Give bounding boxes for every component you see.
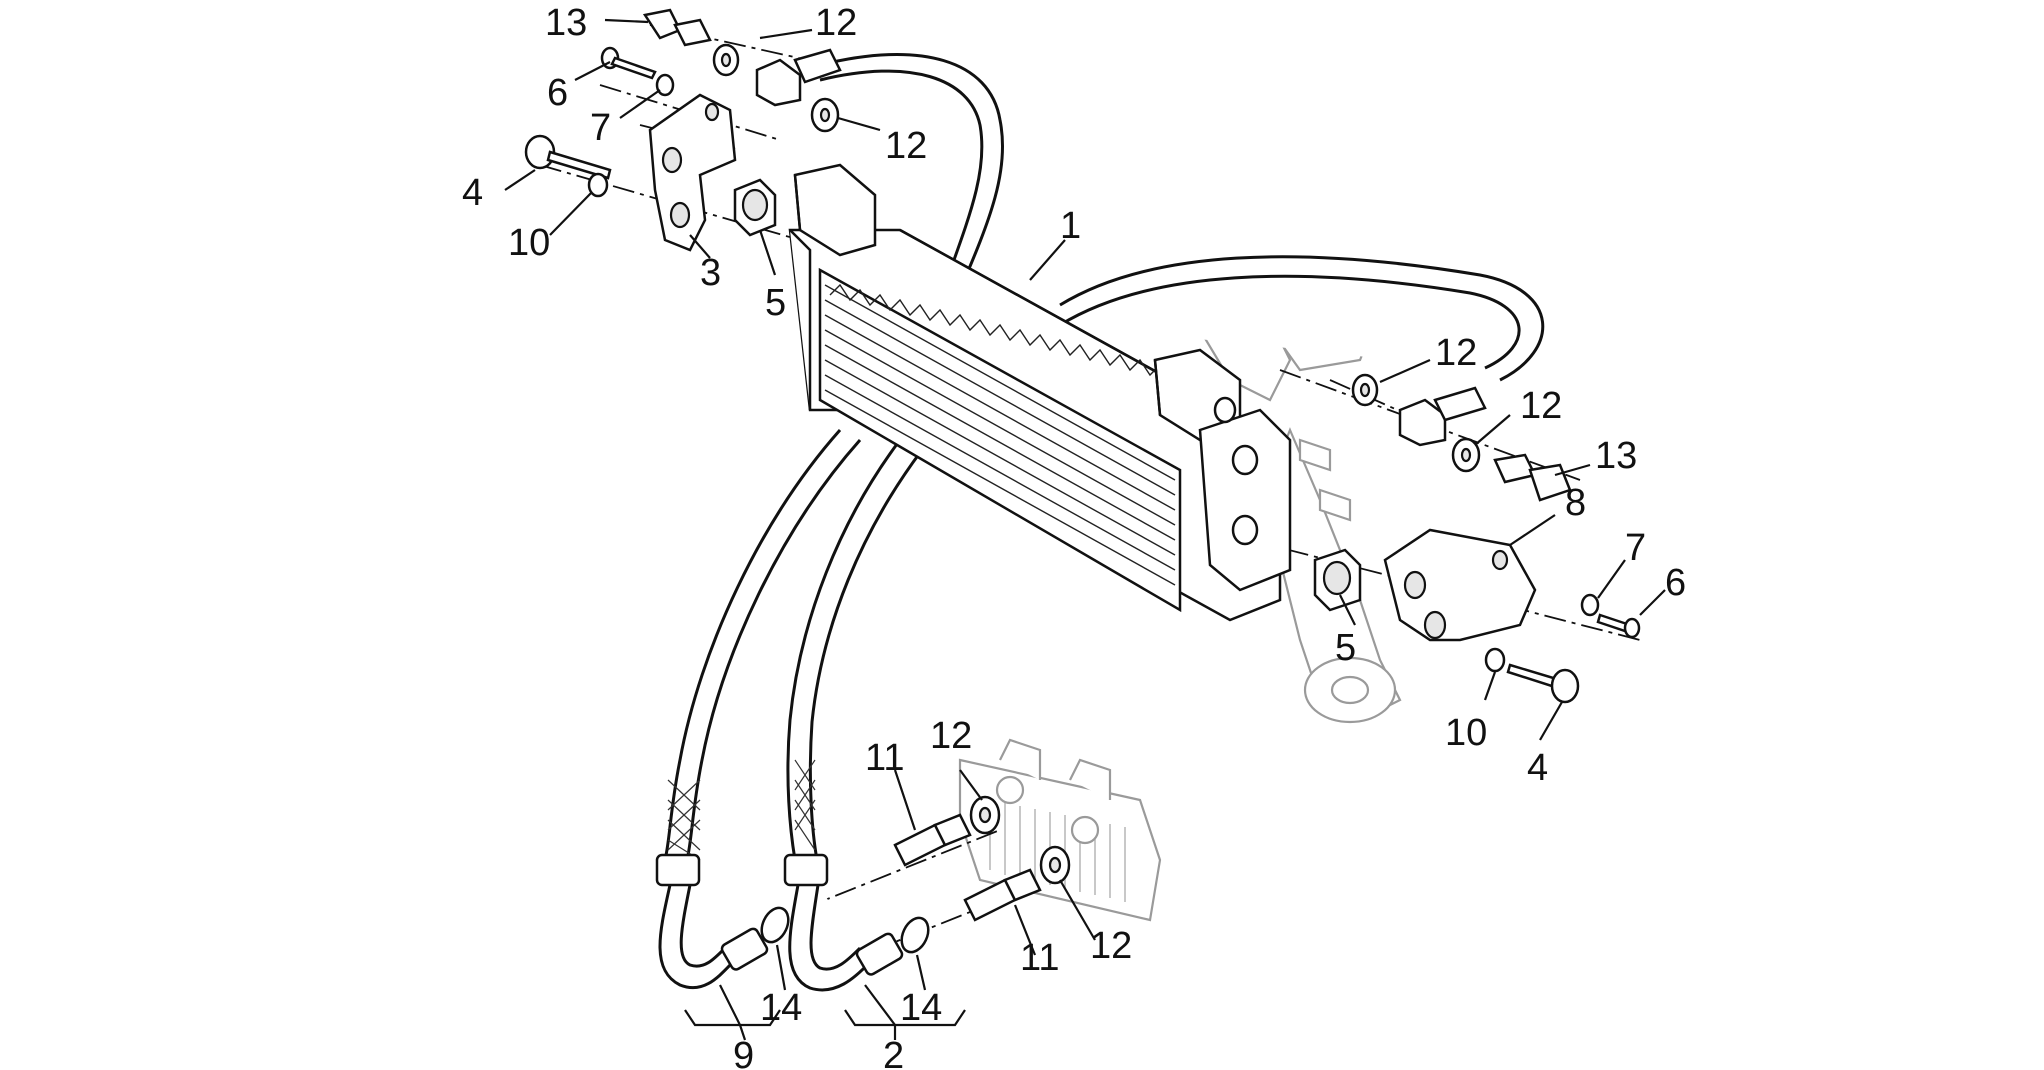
lower-hoses	[663, 429, 924, 861]
label-5-left: 5	[765, 282, 786, 324]
upper-hose	[819, 53, 1545, 382]
label-5-right: 5	[1335, 627, 1356, 669]
label-6-right: 6	[1665, 562, 1686, 604]
part-number-labels: 13 12 6 7 12 4 10 3 5 1 12 12 13 8 7 6 5…	[462, 2, 1686, 1070]
o-rings-14	[760, 906, 930, 954]
label-12-right-a: 12	[1435, 332, 1477, 374]
label-12-lower-b: 12	[1090, 925, 1132, 967]
bolts-and-screws	[524, 8, 1641, 704]
bracket-8	[1383, 528, 1537, 642]
label-12-right-b: 12	[1520, 385, 1562, 427]
label-3: 3	[700, 252, 721, 294]
label-13-right: 13	[1595, 435, 1637, 477]
leader-lines	[504, 18, 1666, 1041]
label-6-left: 6	[547, 72, 568, 114]
label-12-top: 12	[815, 2, 857, 44]
fittings-11	[893, 813, 1042, 922]
bracket-3	[648, 93, 737, 252]
label-9: 9	[733, 1035, 754, 1070]
label-12-lower-a: 12	[930, 715, 972, 757]
label-12-upper-mid: 12	[885, 125, 927, 167]
label-11-lower: 11	[1020, 937, 1059, 979]
hose-fittings-lower	[655, 853, 904, 992]
label-7-right: 7	[1625, 527, 1646, 569]
label-10-right: 10	[1445, 712, 1487, 754]
label-2: 2	[883, 1035, 904, 1070]
label-4-left: 4	[462, 172, 483, 214]
label-1: 1	[1060, 205, 1081, 247]
label-13-top: 13	[545, 2, 587, 44]
label-10-left: 10	[508, 222, 550, 264]
label-14-right: 14	[900, 987, 942, 1029]
oil-cooler-radiator	[788, 163, 1292, 622]
label-4-right: 4	[1527, 747, 1548, 789]
label-11-upper: 11	[865, 737, 904, 779]
label-7-left: 7	[590, 107, 611, 149]
label-14-left: 14	[760, 987, 802, 1029]
label-8: 8	[1565, 482, 1586, 524]
grommets-5	[733, 178, 1362, 612]
washers-12-lower	[969, 795, 1071, 885]
radiator-fins	[824, 283, 1176, 586]
